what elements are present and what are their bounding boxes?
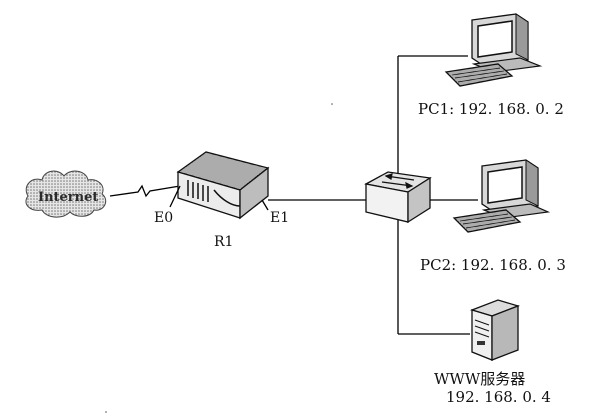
e1-label: E1: [270, 210, 289, 226]
router-icon: [169, 151, 270, 220]
pc2-label: PC2: 192. 168. 0. 3: [420, 256, 566, 274]
scan-speck: [331, 103, 333, 105]
tower-server-icon: [469, 299, 521, 361]
e0-leader: [169, 185, 181, 208]
server-ip-label: 192. 168. 0. 4: [446, 388, 551, 406]
router-label: R1: [214, 234, 233, 250]
e0-label: E0: [154, 210, 173, 226]
server-name-label: WWW服务器: [434, 370, 525, 388]
desktop-computer-icon: [444, 13, 543, 87]
pc2-computer: PC2: 192. 168. 0. 3: [420, 159, 566, 274]
internet-cloud-icon: Internet: [25, 170, 107, 218]
serial-link: [109, 184, 181, 198]
internet-label: Internet: [38, 190, 98, 205]
www-server: WWW服务器 192. 168. 0. 4: [434, 299, 551, 406]
pc1-computer: PC1: 192. 168. 0. 2: [418, 13, 564, 118]
desktop-computer-icon: [452, 159, 551, 233]
scan-speck: [105, 411, 107, 413]
switch-icon: [364, 171, 432, 224]
pc1-label: PC1: 192. 168. 0. 2: [418, 100, 564, 118]
e1-leader: [261, 199, 269, 211]
